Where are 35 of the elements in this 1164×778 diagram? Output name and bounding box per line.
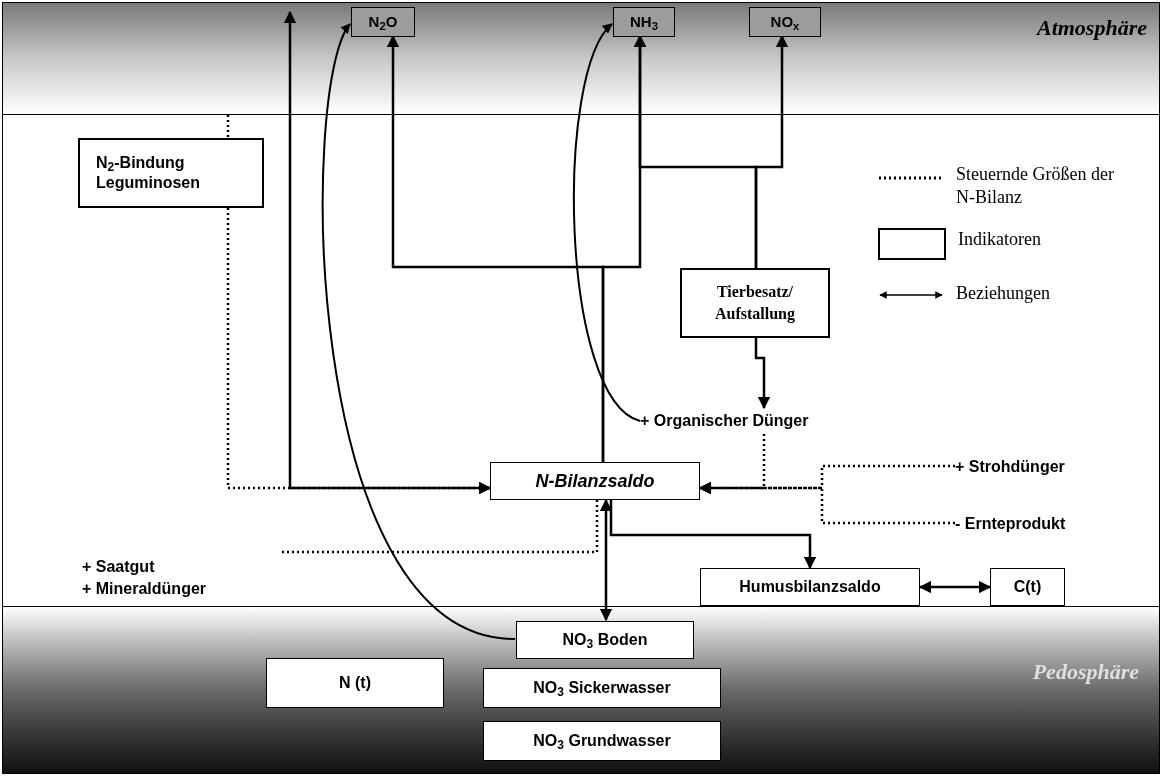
atmosphere-band — [2, 2, 1160, 115]
curved-arrow — [321, 23, 516, 640]
arrow — [918, 580, 992, 594]
arrow — [754, 338, 771, 410]
pedosphere-band — [2, 606, 1160, 774]
balance-box: N-Bilanzsaldo — [490, 462, 700, 500]
arrow — [609, 500, 817, 570]
indicator-box: Tierbesatz/ Aufstallung — [680, 268, 830, 338]
arrow — [599, 498, 613, 622]
sphere-label: Atmosphäre — [1036, 14, 1147, 42]
legend-text: Steuernde Größen der N-Bilanz — [956, 163, 1115, 208]
dotted-connector — [698, 481, 955, 525]
sphere-label: Pedosphäre — [1032, 658, 1139, 686]
factor-text: + Organischer Dünger — [640, 408, 880, 434]
indicator-box: NO$_{3}$ Boden — [516, 621, 694, 659]
indicator-box: NO$_{3}$ Grundwasser — [483, 721, 721, 761]
curved-arrow — [573, 23, 641, 422]
legend-text: Beziehungen — [956, 282, 1051, 305]
indicator-box: NO$_{3}$ Sickerwasser — [483, 668, 721, 708]
gas-box: N$_{2}$O — [351, 7, 415, 37]
factor-text: + Mineraldünger — [82, 579, 208, 599]
arrow — [754, 34, 789, 268]
indicator-box: C(t) — [990, 568, 1065, 606]
indicator-box: N$_{2}$-Bindung Leguminosen — [78, 138, 264, 208]
legend-text: Indikatoren — [958, 228, 1042, 251]
dotted-connector — [282, 500, 599, 554]
factor-text: - Ernteprodukt — [955, 511, 1105, 537]
factor-text: + Saatgut — [82, 557, 156, 577]
gas-box: NH$_{3}$ — [613, 7, 675, 37]
factor-text: + Strohdünger — [955, 454, 1105, 480]
arrow — [283, 10, 492, 495]
gas-box: NO$_{x}$ — [749, 7, 821, 37]
dotted-connector — [226, 115, 230, 138]
indicator-box: N (t) — [266, 658, 444, 708]
indicator-box: Humusbilanzsaldo — [700, 568, 920, 606]
